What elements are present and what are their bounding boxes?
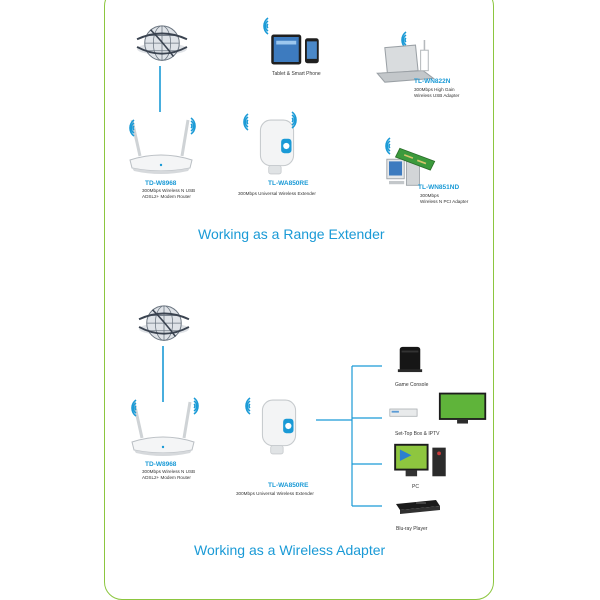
router-model-label: TD-W8968	[145, 180, 177, 187]
extender-description: 300Mbps Universal Wireless Extender	[236, 491, 314, 496]
pci-adapter-description: 300Mbps Wireless N PCI Adapter	[420, 193, 469, 204]
section-title: Working as a Range Extender	[198, 226, 385, 242]
device-label-game-console: Game Console	[395, 382, 429, 388]
set-top-box-icon	[388, 390, 488, 428]
router-icon	[128, 398, 198, 458]
extender-description: 300Mbps Universal Wireless Extender	[238, 191, 316, 196]
tablet-caption: Tablet & Smart Phone	[272, 71, 321, 77]
extender-model-label: TL-WA850RE	[268, 482, 309, 489]
router-model-label: TD-W8968	[145, 461, 177, 468]
pc-icon	[390, 440, 448, 482]
pci-adapter-model-label: TL-WN851ND	[418, 184, 460, 191]
extender-model-label: TL-WA850RE	[268, 180, 309, 187]
router-description: 300Mbps Wireless N USB ADSL2+ Modem Rout…	[142, 188, 196, 199]
router-description: 300Mbps Wireless N USB ADSL2+ Modem Rout…	[142, 469, 196, 480]
wifi-waves-icon	[240, 396, 252, 416]
device-label-pc: PC	[412, 484, 419, 490]
game-console-icon	[396, 344, 424, 374]
wifi-waves-icon	[126, 398, 138, 418]
blu-ray-player-icon	[392, 494, 442, 518]
section-title: Working as a Wireless Adapter	[194, 542, 386, 558]
globe-icon	[134, 302, 194, 350]
usb-adapter-description: 300Mbps High Gain Wireless USB Adapter	[414, 87, 460, 98]
extender-icon	[258, 398, 300, 456]
usb-adapter-model-label: TL-WN822N	[414, 78, 451, 85]
device-label-set-top-box: Set-Top Box & IPTV	[395, 431, 440, 437]
wifi-waves-icon	[192, 396, 204, 416]
device-label-blu-ray: Blu-ray Player	[396, 526, 428, 532]
